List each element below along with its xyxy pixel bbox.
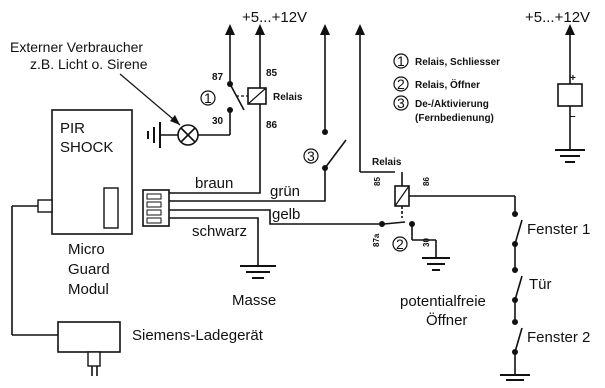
- relay-top-pin30: 30: [212, 116, 224, 127]
- load-pointer-head: [170, 115, 180, 125]
- wire-label-green: grün: [270, 183, 300, 200]
- relay-mid-pin85: 85: [373, 177, 382, 186]
- wire-label-black: schwarz: [192, 223, 247, 240]
- legend-num-2: 2: [397, 76, 405, 92]
- relay-mid-pin87a: 87a: [372, 233, 381, 247]
- relay-top-pin85: 85: [266, 68, 278, 79]
- load-pointer: [119, 73, 181, 126]
- battery-circuit: [555, 48, 585, 163]
- module-slot: [103, 187, 119, 229]
- switch-window1-top: [512, 211, 518, 217]
- legend-text-4: (Fernbedienung): [415, 113, 494, 124]
- marker-1-num: 1: [204, 90, 212, 106]
- module-connector: [142, 189, 170, 227]
- charger-plug-module: [37, 199, 53, 213]
- marker-3: [303, 148, 319, 164]
- relay-top-pin86: 86: [266, 120, 278, 131]
- wire-label-brown: braun: [195, 175, 233, 192]
- ground-icon-relay: [422, 240, 450, 271]
- ground-label: Masse: [232, 292, 276, 309]
- marker-3-num: 3: [307, 148, 315, 164]
- supply-label-right: +5...+12V: [525, 9, 590, 26]
- relay-mid: [359, 48, 515, 241]
- legend-text-3: De-/Aktivierung: [415, 99, 489, 110]
- charger-label: Siemens-Ladegerät: [132, 327, 264, 344]
- charger-box: [57, 321, 121, 353]
- legend-num-3: 3: [397, 95, 405, 111]
- floating-contacts-line1: potentialfreie: [400, 293, 486, 310]
- switch-window2-top: [512, 319, 518, 325]
- switch-chain: [500, 196, 530, 381]
- module-wires: [169, 168, 380, 265]
- marker-1: [200, 90, 216, 106]
- battery-minus: –: [570, 111, 576, 122]
- external-load-line1: Externer Verbraucher: [10, 39, 143, 55]
- relay-top-label: Relais: [273, 92, 303, 103]
- supply-label-left: +5...+12V: [242, 9, 307, 26]
- switch-door-top: [512, 267, 518, 273]
- relay-top-pin87: 87: [212, 72, 224, 83]
- wire-label-yellow: gelb: [272, 206, 300, 223]
- supply-arrows: [225, 24, 575, 48]
- relay-mid-pin86: 86: [422, 177, 431, 186]
- charger-circuit: [11, 199, 121, 376]
- legend: 1 Relais, Schliesser 2 Relais, Öffner 3 …: [393, 53, 500, 124]
- relay-top: [227, 48, 267, 190]
- battery-icon: [557, 83, 583, 107]
- module-line1: PIR: [60, 120, 85, 137]
- battery-plus: +: [570, 73, 576, 84]
- module-line2: SHOCK: [60, 139, 113, 156]
- relay-mid-label: Relais: [372, 157, 402, 168]
- ground-icon-masse: [240, 265, 276, 279]
- module-caption-1: Micro: [68, 241, 105, 258]
- charger-plug-icon: [87, 351, 101, 367]
- legend-text-1: Relais, Schliesser: [415, 57, 500, 68]
- marker-2-num: 2: [396, 236, 404, 252]
- relay-mid-pin30: 30: [422, 238, 431, 247]
- floating-contacts-line2: Öffner: [426, 311, 467, 329]
- legend-num-1: 1: [397, 53, 405, 69]
- external-load-line2: z.B. Licht o. Sirene: [30, 56, 148, 72]
- marker-2: [392, 236, 408, 252]
- legend-text-2: Relais, Öffner: [415, 78, 480, 91]
- module-caption-2: Guard: [68, 261, 110, 278]
- switch-label-window1: Fenster 1: [527, 221, 590, 238]
- switch-label-door: Tür: [529, 276, 552, 293]
- switch-label-window2: Fenster 2: [527, 329, 590, 346]
- module-caption-3: Modul: [68, 281, 109, 298]
- lamp-circuit: [147, 122, 230, 148]
- switch-3: [322, 48, 347, 171]
